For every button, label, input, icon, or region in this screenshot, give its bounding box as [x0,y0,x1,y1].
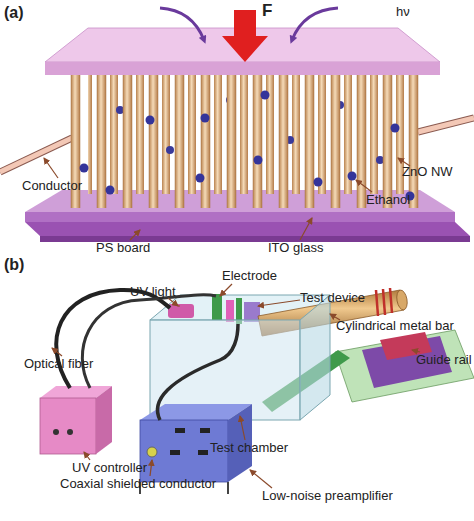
leader-lines [44,158,410,240]
test-device [244,302,260,322]
optical-fiber [82,295,216,388]
panel-label: (a) [4,4,24,22]
uv-controller-port [67,429,73,435]
uv-controller-port [53,429,59,435]
coaxial-cable [158,324,239,420]
part-label: Ethanol [366,192,410,207]
metal-bar-end [395,289,408,310]
coaxial-connector [147,447,157,457]
light-arrow [292,8,338,40]
part-label: UV controller [72,460,147,475]
test-chamber-side [300,295,330,420]
part-label: PS board [96,240,150,255]
uv-controller-side [96,386,112,454]
part-label: Guide rail [416,352,472,367]
top-plate-edge [45,62,440,75]
uv-controller [40,398,96,454]
part-label: ITO glass [268,240,323,255]
part-label: Coaxial shielded conductor [60,476,216,491]
ps-board [25,222,470,236]
part-label: UV light [130,284,176,299]
part-label: Test chamber [210,440,288,455]
force-arrow [222,10,268,62]
part-label: Cylindrical metal bar [336,318,454,333]
optical-fiber [56,290,170,388]
part-label: Conductor [22,178,82,193]
preamplifier-leg [227,482,229,494]
part-label: Optical fiber [24,356,93,371]
part-label: Test device [300,290,365,305]
light-arrow [160,8,204,40]
zno-nanowires [58,72,434,208]
electrode [212,294,222,320]
spring-coil [376,288,392,316]
part-label: Electrode [222,268,277,283]
nanogenerator-device [0,8,474,242]
panel-label: (b) [4,256,24,274]
ethanol-molecules [80,91,415,201]
part-label: Low-noise preamplifier [262,488,393,503]
ito-glass-edge [25,212,455,222]
preamplifier-ports [170,428,210,455]
part-label: ZnO NW [402,164,453,179]
light-label: hν [396,4,410,19]
force-label: F [262,2,272,20]
test-device [226,300,234,322]
guide-rail-base [335,330,474,402]
uv-light [168,304,194,318]
test-setup [40,288,474,494]
leader-lines [52,284,420,488]
